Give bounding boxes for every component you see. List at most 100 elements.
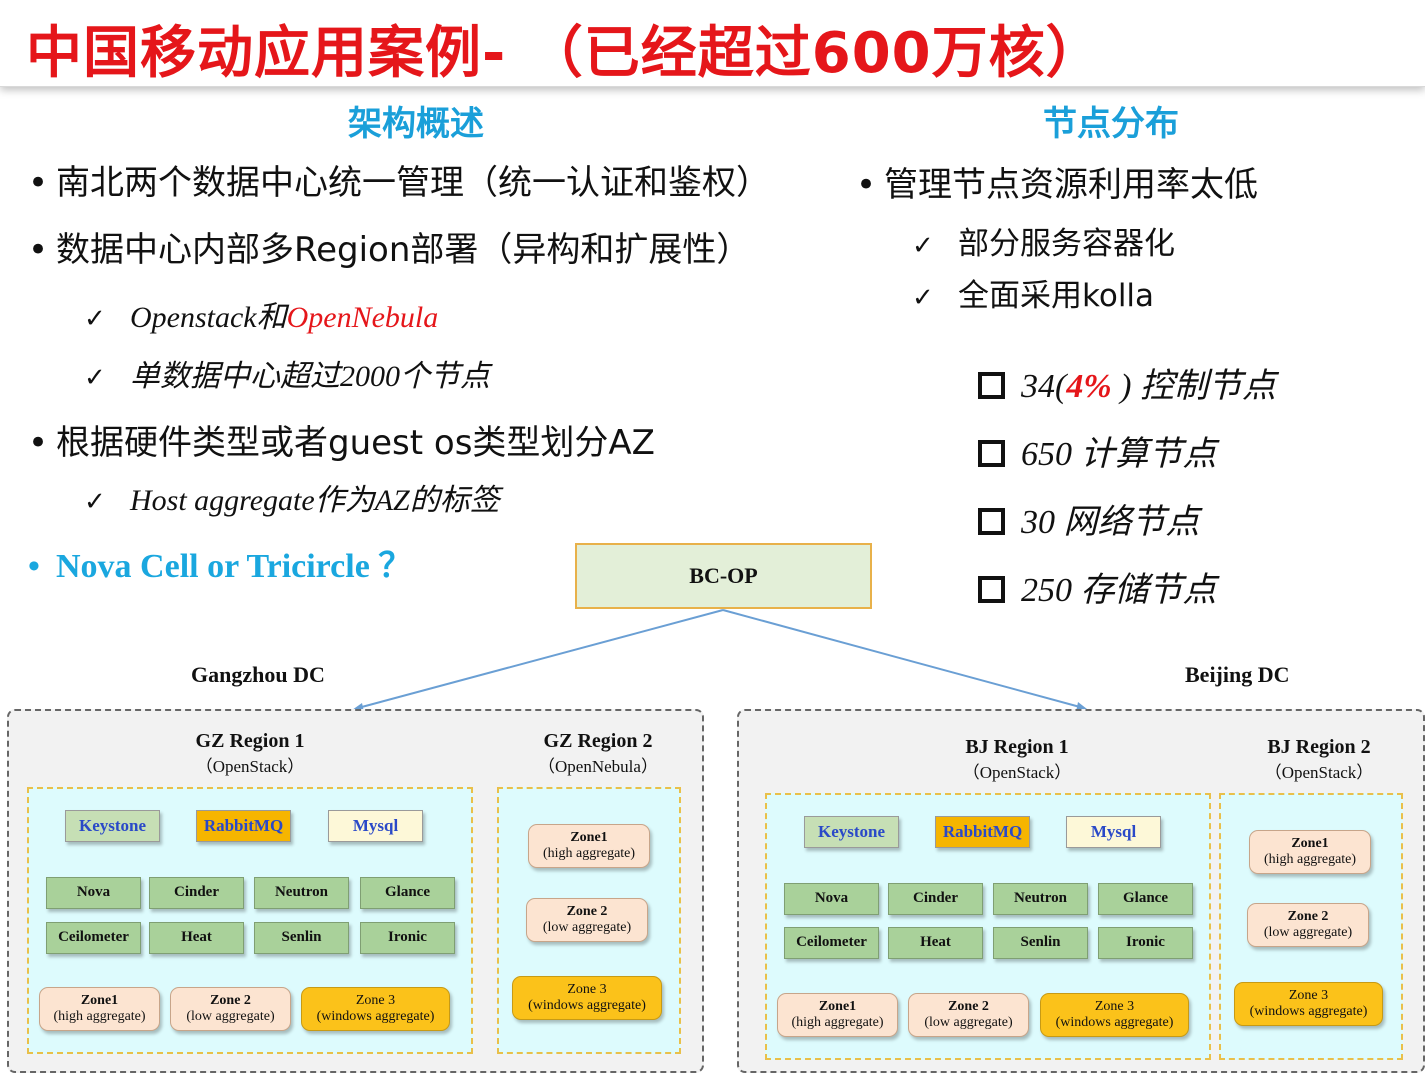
ironic-box: Ironic: [1098, 927, 1193, 959]
nova-box: Nova: [784, 883, 879, 915]
zone-3-box: Zone 3(windows aggregate): [1040, 993, 1189, 1037]
senlin-box: Senlin: [993, 927, 1088, 959]
rabbitmq-box: RabbitMQ: [196, 810, 291, 842]
zone-1-box: Zone1(high aggregate): [777, 993, 898, 1037]
region-name: BJ Region 2: [1267, 736, 1371, 758]
left-sub-1: ✓Openstack和OpenNebula: [84, 292, 438, 336]
region-platform: （OpenStack）: [962, 763, 1072, 782]
bullet-dot: •: [28, 423, 49, 463]
zone-desc: (low aggregate): [186, 1009, 275, 1024]
checkbox-square-icon: [978, 440, 1005, 467]
zone-2-box: Zone 2(low aggregate): [526, 898, 648, 942]
link-left: [357, 609, 724, 709]
check-icon: ✓: [84, 487, 106, 517]
zone-1-box: Zone1(high aggregate): [39, 987, 160, 1031]
zone-desc: (low aggregate): [542, 920, 632, 935]
cinder-box: Cinder: [888, 883, 983, 915]
bj-region-1-title: BJ Region 1 （OpenStack）: [917, 733, 1117, 785]
zone-desc: (high aggregate): [1263, 852, 1357, 867]
zone-name: Zone 2: [1287, 908, 1329, 924]
left-sub-1-red: OpenNebula: [286, 301, 439, 334]
zone-3-box: Zone 3(windows aggregate): [1234, 982, 1383, 1026]
zone-desc: (high aggregate): [542, 846, 636, 861]
nova-cell-bullet: • Nova Cell or Tricircle ？: [28, 538, 412, 587]
slide-title: 中国移动应用案例- （已经超过600万核）: [26, 21, 1103, 86]
zone-name: Zone 3: [1094, 998, 1135, 1014]
stat-red: 4%: [1066, 368, 1112, 405]
zone-desc: (windows aggregate): [528, 998, 646, 1013]
stat-text: 34(: [1021, 368, 1067, 405]
zone-2-box: Zone 2(low aggregate): [1247, 903, 1369, 947]
link-right: [722, 609, 1081, 708]
stat-network-nodes: 30 网络节点: [978, 494, 1200, 543]
zone-name: Zone 3: [567, 981, 607, 997]
title-bar: [0, 0, 1425, 87]
left-sub-2: ✓单数据中心超过2000个节点: [84, 351, 490, 395]
bullet-dot: •: [28, 230, 49, 270]
right-bullet-1-text: 管理节点资源利用率太低: [884, 165, 1258, 205]
neutron-box: Neutron: [254, 877, 349, 909]
nova-cell-text: Nova Cell or Tricircle ？: [56, 548, 413, 585]
bc-op-node: BC-OP: [575, 543, 872, 609]
region-platform: （OpenStack）: [1264, 763, 1374, 782]
stat-compute-nodes: 650 计算节点: [978, 426, 1217, 475]
zone-2-box: Zone 2(low aggregate): [908, 993, 1029, 1037]
left-sub-2-text: 单数据中心超过2000个节点: [130, 360, 490, 393]
senlin-box: Senlin: [254, 922, 349, 954]
checkbox-square-icon: [978, 372, 1005, 399]
zone-desc: (low aggregate): [924, 1015, 1013, 1030]
stat-suffix: ) 控制节点: [1111, 368, 1276, 405]
zone-name: Zone1: [818, 998, 857, 1014]
region-name: GZ Region 1: [195, 730, 305, 752]
region-platform: （OpenStack）: [195, 757, 305, 776]
gz-region-1-title: GZ Region 1 （OpenStack）: [150, 727, 350, 779]
ironic-box: Ironic: [360, 922, 455, 954]
zone-name: Zone1: [570, 829, 608, 845]
dc-label-gangzhou: Gangzhou DC: [191, 662, 325, 687]
zone-name: Zone 3: [1288, 987, 1329, 1003]
left-sub-3: ✓ Host aggregate作为AZ的标签: [84, 475, 500, 519]
left-bullet-1: •南北两个数据中心统一管理（统一认证和鉴权）: [28, 155, 770, 204]
nova-box: Nova: [46, 877, 141, 909]
bullet-dot: •: [28, 163, 49, 203]
zone-desc: (windows aggregate): [1055, 1015, 1174, 1030]
zone-name: Zone1: [80, 992, 119, 1008]
region-platform: （OpenNebula）: [538, 757, 658, 776]
right-sub-1-text: 部分服务容器化: [958, 226, 1175, 262]
heat-box: Heat: [149, 922, 244, 954]
check-icon: ✓: [912, 283, 934, 313]
zone-desc: (windows aggregate): [316, 1009, 435, 1024]
zone-1-box: Zone1(high aggregate): [528, 824, 650, 868]
left-bullet-2-text: 数据中心内部多Region部署（异构和扩展性）: [56, 230, 751, 270]
checkbox-square-icon: [978, 576, 1005, 603]
zone-name: Zone 2: [948, 998, 989, 1014]
zone-2-box: Zone 2(low aggregate): [170, 987, 291, 1031]
architecture-heading: 架构概述: [348, 104, 484, 144]
stat-text: 30 网络节点: [1021, 504, 1200, 541]
stat-storage-nodes: 250 存储节点: [978, 562, 1217, 611]
neutron-box: Neutron: [993, 883, 1088, 915]
ceilometer-box: Ceilometer: [46, 922, 141, 954]
bullet-dot: •: [28, 548, 40, 585]
right-bullet-1: •管理节点资源利用率太低: [856, 157, 1258, 206]
region-name: BJ Region 1: [965, 736, 1069, 758]
zone-name: Zone 2: [210, 992, 251, 1008]
cinder-box: Cinder: [149, 877, 244, 909]
left-bullet-1-text: 南北两个数据中心统一管理（统一认证和鉴权）: [56, 163, 770, 203]
ceilometer-box: Ceilometer: [784, 927, 879, 959]
node-distribution-heading: 节点分布: [1043, 104, 1179, 144]
gz-region-2-title: GZ Region 2（OpenNebula）: [498, 727, 698, 779]
right-sub-2-text: 全面采用kolla: [958, 278, 1155, 314]
stat-text: 650 计算节点: [1021, 436, 1217, 473]
zone-3-box: Zone 3(windows aggregate): [301, 987, 450, 1031]
glance-box: Glance: [360, 877, 455, 909]
glance-box: Glance: [1098, 883, 1193, 915]
left-bullet-3: •根据硬件类型或者guest os类型划分AZ: [28, 415, 655, 464]
stat-control-nodes: 34(4% ) 控制节点: [978, 358, 1276, 407]
right-sub-2: ✓ 全面采用kolla: [912, 270, 1154, 315]
mysql-box: Mysql: [1066, 816, 1161, 848]
zone-name: Zone 3: [355, 992, 396, 1008]
rabbitmq-box: RabbitMQ: [935, 816, 1030, 848]
zone-desc: (high aggregate): [791, 1015, 884, 1030]
left-sub-3-text: Host aggregate作为AZ的标签: [130, 484, 500, 517]
